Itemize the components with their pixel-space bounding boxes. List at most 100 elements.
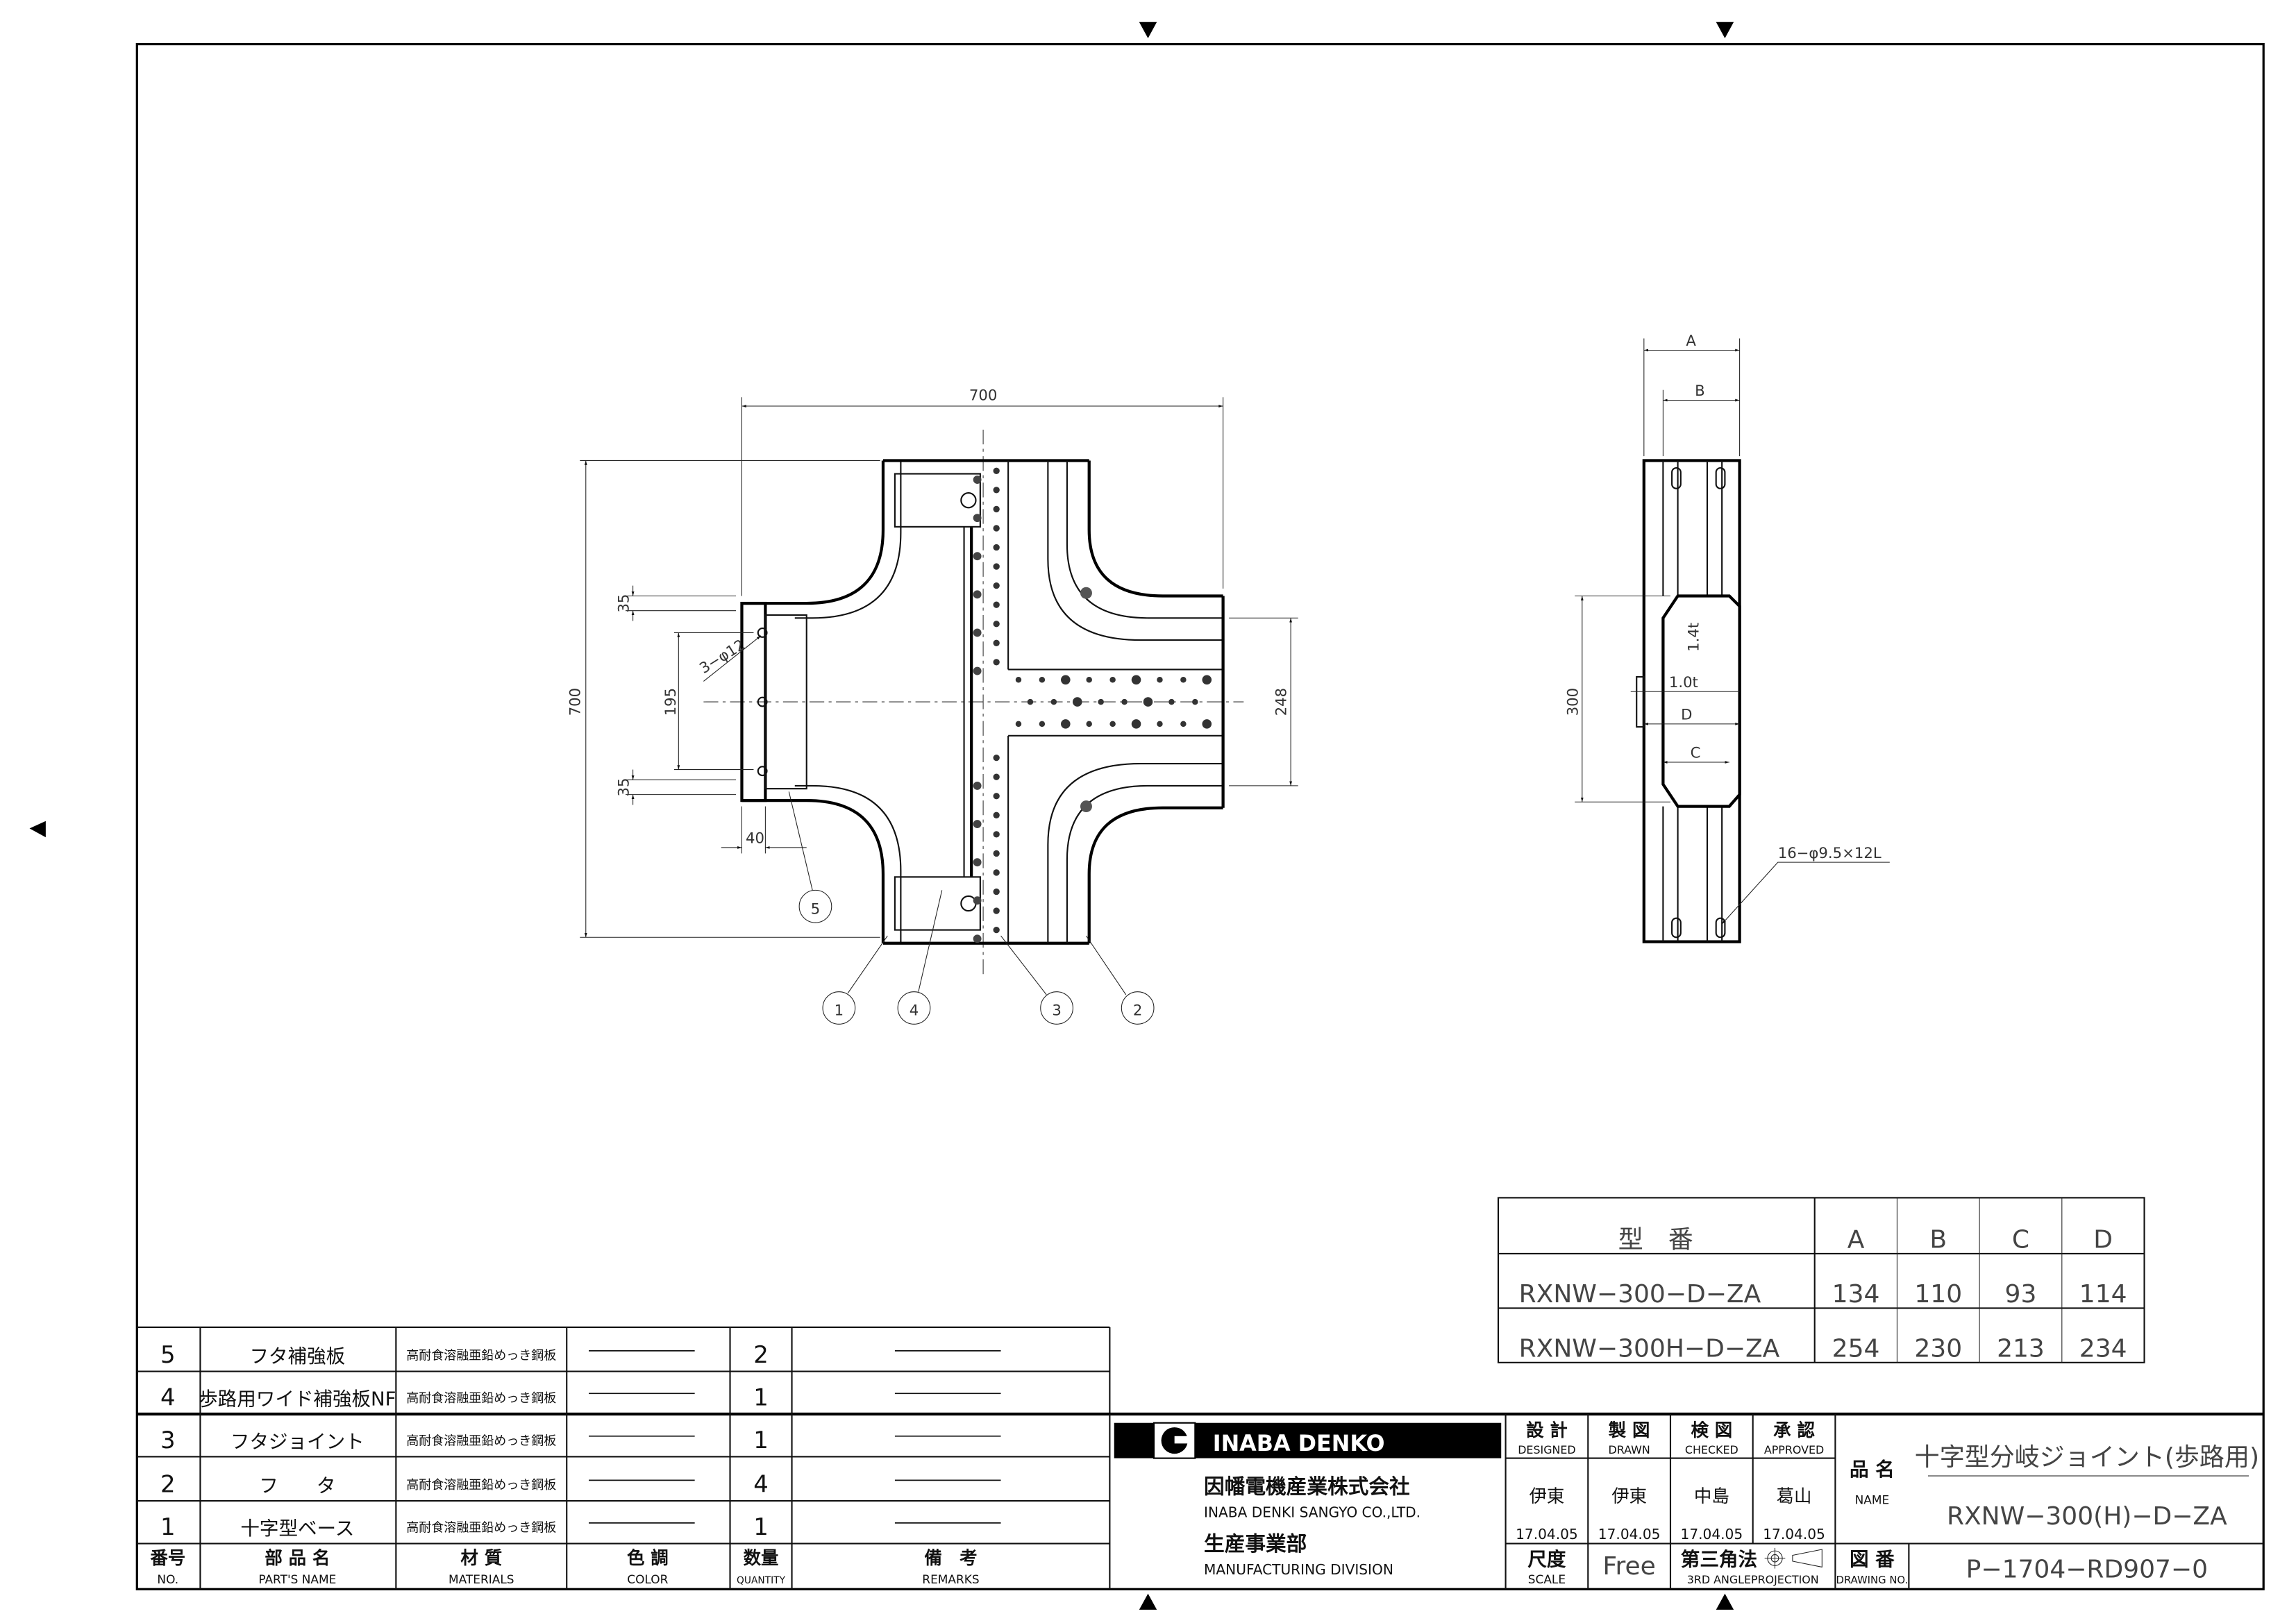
projection-en: 3RD ANGLEPROJECTION (1687, 1573, 1819, 1586)
sheet-border (135, 43, 2265, 1590)
dim-overall-width: 700 (969, 387, 997, 404)
svg-text:4: 4 (910, 1002, 919, 1019)
signoff-role-ja: 検 図 (1691, 1420, 1732, 1440)
svg-text:2: 2 (1133, 1002, 1142, 1019)
signoff-role-en: DRAWN (1609, 1443, 1650, 1456)
perforation-hole (1121, 698, 1128, 705)
perforation-hole (993, 639, 1000, 646)
perforation-hole (993, 926, 1000, 934)
part-quantity: 2 (753, 1341, 769, 1368)
perforation-hole (1157, 677, 1163, 683)
perforation-hole (1157, 721, 1163, 728)
dim-overall-height: 700 (566, 688, 583, 716)
dim-flange-upper: 35 (614, 594, 632, 613)
dim-b: B (1695, 382, 1705, 399)
name-label-en: NAME (1855, 1492, 1890, 1506)
scale-label-en: SCALE (1528, 1572, 1566, 1586)
perforation-hole (1192, 698, 1198, 705)
perforation-hole (973, 552, 982, 561)
part-name: 歩路用ワイド補強板NF (199, 1388, 396, 1410)
part-name: 十字型ベース (240, 1517, 354, 1540)
third-angle-projection-icon (1764, 1547, 1822, 1569)
division-ja: 生産事業部 (1204, 1531, 1307, 1556)
scale-value: Free (1602, 1552, 1655, 1581)
perforation-hole (1202, 675, 1212, 685)
scale-label-ja: 尺度 (1527, 1548, 1566, 1570)
size-row-model: RXNW−300H−D−ZA (1519, 1334, 1780, 1363)
perforation-hole (973, 476, 982, 484)
perforation-hole (993, 487, 1000, 494)
part-quantity: 1 (753, 1427, 769, 1454)
perforation-hole (993, 467, 1000, 474)
svg-text:1: 1 (835, 1002, 844, 1019)
perforation-hole (1072, 697, 1082, 707)
size-header-a: A (1847, 1225, 1865, 1254)
drawing-number: P−1704−RD907−0 (1966, 1555, 2208, 1583)
dim-thickness-1: 1.4t (1684, 623, 1702, 652)
perforation-hole (973, 781, 982, 790)
part-number: 3 (160, 1427, 176, 1454)
perforation-hole (1086, 677, 1092, 683)
perforation-hole (973, 628, 982, 637)
svg-text:3: 3 (1052, 1002, 1061, 1019)
part-name: フタ補強板 (249, 1345, 345, 1368)
parts-header-en: MATERIALS (449, 1572, 514, 1586)
size-cell: 110 (1914, 1280, 1962, 1309)
dim-d: D (1681, 706, 1692, 723)
part-quantity: 1 (753, 1384, 769, 1411)
part-number: 4 (160, 1384, 176, 1411)
drawing-no-label-en: DRAWING NO. (1836, 1574, 1909, 1586)
perforation-hole (1015, 721, 1022, 728)
signoff-date: 17.04.05 (1763, 1526, 1825, 1542)
signoff-name: 伊東 (1611, 1486, 1647, 1506)
dim-offset: 40 (746, 830, 764, 847)
perforation-hole (973, 858, 982, 867)
signoff-name: 伊東 (1530, 1486, 1565, 1506)
perforation-hole (993, 869, 1000, 876)
parts-header-ja: 材 質 (460, 1547, 502, 1568)
balloon-part-3: 3 (1040, 991, 1073, 1025)
size-cell: 114 (2079, 1280, 2127, 1309)
size-header-d: D (2093, 1225, 2113, 1254)
perforation-hole (993, 773, 1000, 780)
perforation-hole (1109, 721, 1116, 728)
perforation-hole (993, 544, 1000, 551)
parts-header-ja: 備 考 (924, 1547, 977, 1568)
perforation-hole (1131, 675, 1141, 685)
perforation-hole (1027, 698, 1034, 705)
signoff-date: 17.04.05 (1598, 1526, 1661, 1542)
center-mark-top-icon (1139, 22, 1157, 39)
size-cell: 230 (1914, 1334, 1962, 1363)
size-cell: 213 (1997, 1334, 2045, 1363)
perforation-hole (993, 621, 1000, 628)
perforation-hole (973, 896, 982, 905)
dim-c: C (1691, 744, 1701, 762)
side-view: A B 300 1.4t 1.0t D C 16−φ9.5×12L (1564, 332, 1890, 943)
perforation-hole (1109, 677, 1116, 683)
balloon-part-2: 2 (1121, 991, 1155, 1025)
size-cell: 234 (2079, 1334, 2127, 1363)
title-block: INABA DENKO 因幡電機産業株式会社 INABA DENKI SANGY… (1109, 1414, 2264, 1590)
plan-view: 700 700 35 35 195 3−φ12 40 248 (566, 387, 1298, 1025)
parts-header-ja: 番号 (149, 1547, 185, 1568)
balloon-part-4: 4 (897, 991, 931, 1025)
part-quantity: 1 (753, 1513, 769, 1540)
balloon-part-1: 1 (822, 991, 856, 1025)
size-cell: 134 (1832, 1280, 1880, 1309)
perforation-hole (1061, 719, 1071, 729)
size-row-model: RXNW−300−D−ZA (1519, 1280, 1761, 1309)
perforation-hole (973, 934, 982, 943)
perforation-hole (1202, 719, 1212, 729)
signoff-role-ja: 設 計 (1526, 1420, 1568, 1440)
center-mark-bottom-icon (1716, 1593, 1734, 1610)
part-name: フタジョイント (231, 1431, 364, 1453)
size-cell: 93 (2005, 1280, 2037, 1309)
signoff-date: 17.04.05 (1681, 1526, 1743, 1542)
part-material: 高耐食溶融亜鉛めっき鋼板 (406, 1478, 556, 1492)
perforation-hole (993, 907, 1000, 914)
perforation-hole (1086, 721, 1092, 728)
dim-holes: 3−φ12 (696, 636, 748, 677)
signoff-role-ja: 承 認 (1773, 1420, 1815, 1440)
parts-header-en: PART'S NAME (258, 1572, 336, 1586)
